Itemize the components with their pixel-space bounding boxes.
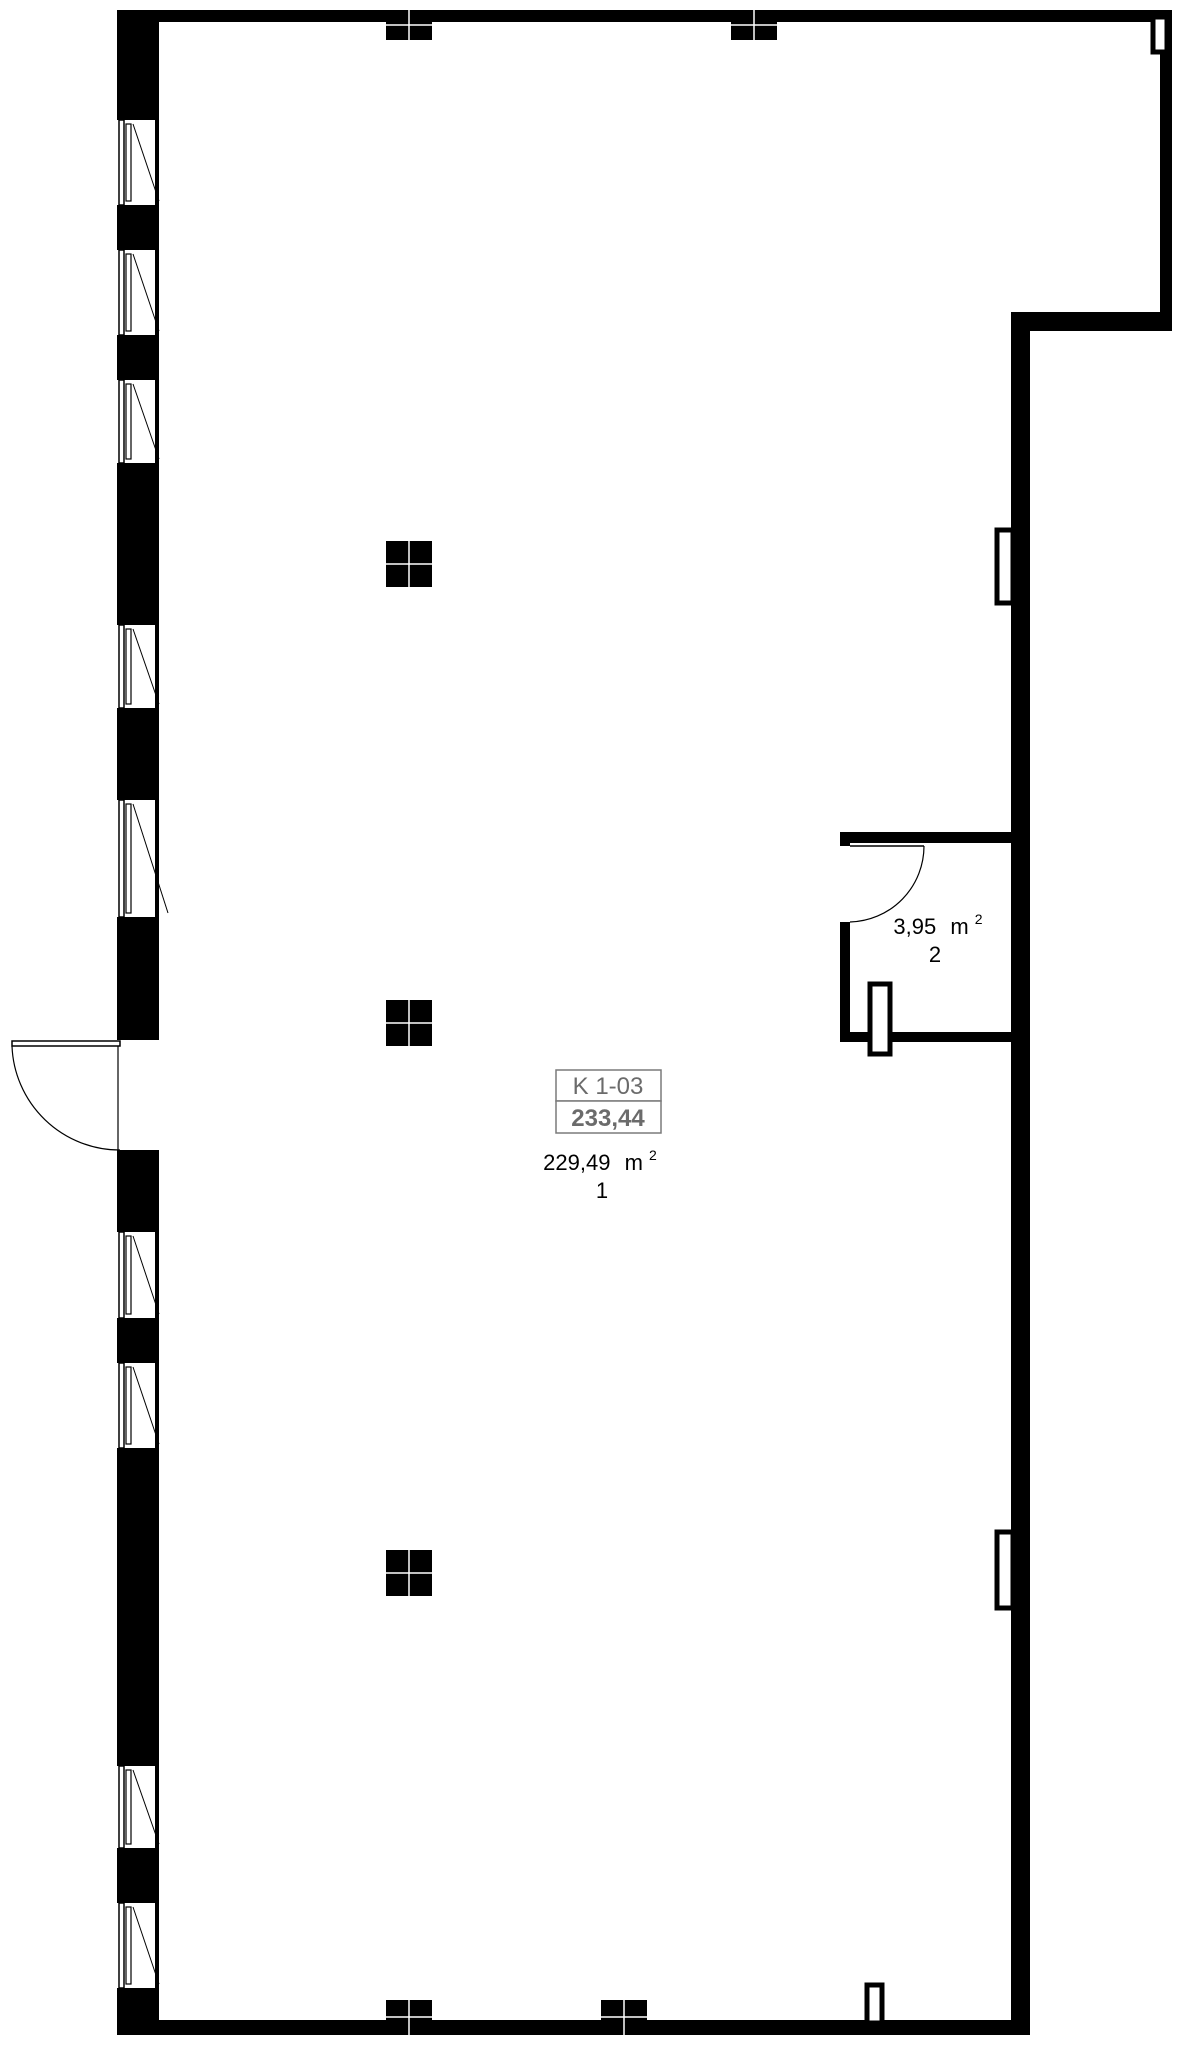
unit-tag-area-box	[555, 1100, 662, 1134]
room-1-area-unit-sup: 2	[649, 1147, 657, 1163]
room-2-area-unit: m	[950, 914, 968, 939]
window	[118, 379, 160, 464]
room-2-area-unit-sup: 2	[975, 911, 983, 927]
window	[118, 1231, 160, 1319]
left-wall-pier	[117, 1448, 159, 1766]
column-seams	[386, 10, 777, 2035]
window	[118, 249, 160, 336]
unit-total-area: 233,44	[571, 1105, 645, 1132]
room-1-area: 229,49	[543, 1150, 610, 1175]
columns	[386, 10, 777, 2035]
room-1-label: 229,49 m 2 1	[543, 1147, 657, 1203]
small-room-left-wall	[840, 922, 850, 1042]
left-wall-pier	[117, 708, 159, 800]
door-swing-arc	[11, 1045, 121, 1151]
step-wall	[1011, 312, 1172, 331]
svg-text:229,49 m 2: 229,49 m 2	[543, 1147, 657, 1175]
bottom-wall	[119, 2020, 1030, 2035]
window	[118, 1362, 160, 1449]
left-wall-pier	[117, 1988, 159, 2035]
small-room-walls	[840, 832, 1015, 1042]
window	[118, 799, 169, 918]
left-wall-pier	[117, 1318, 159, 1363]
window	[118, 624, 160, 709]
entrance-door	[11, 1040, 162, 1151]
niches	[864, 14, 1170, 2026]
right-main-wall	[1011, 312, 1030, 2035]
niche	[864, 1982, 885, 2026]
small-room-top-wall	[840, 832, 1015, 843]
room-1-number: 1	[596, 1178, 608, 1203]
window	[118, 119, 160, 206]
small-room-left-stub	[840, 832, 850, 846]
door-swing-arc	[849, 845, 925, 923]
room-2-area: 3,95	[893, 914, 936, 939]
room-1-area-unit: m	[625, 1150, 643, 1175]
top-wall	[119, 10, 1171, 22]
room-2-label: 3,95 m 2 2	[893, 911, 982, 967]
left-wall-pier	[117, 917, 159, 1040]
left-wall-pier	[117, 205, 159, 250]
window	[118, 1902, 160, 1989]
exterior-walls	[117, 10, 1172, 2035]
left-wall-pier	[117, 335, 159, 380]
small-room-bottom-wall	[840, 1032, 1015, 1042]
small-room-door	[849, 845, 925, 923]
unit-tag: K 1-03 233,44	[555, 1069, 662, 1134]
niche	[1150, 14, 1170, 55]
svg-text:3,95 m 2: 3,95 m 2	[893, 911, 982, 939]
room-2-number: 2	[929, 942, 941, 967]
niche	[994, 1529, 1016, 1611]
window	[118, 1765, 160, 1849]
left-wall-pier	[117, 10, 159, 120]
left-wall-pier	[117, 463, 159, 625]
door-leaf	[11, 1040, 121, 1047]
unit-tag-code-box	[555, 1069, 662, 1102]
windows	[118, 119, 169, 1989]
left-wall-pier	[117, 1848, 159, 1903]
unit-code: K 1-03	[573, 1073, 644, 1100]
niche	[994, 527, 1016, 606]
left-wall-pier	[117, 1150, 159, 1232]
right-upper-wall	[1160, 10, 1172, 331]
niche	[867, 981, 893, 1057]
